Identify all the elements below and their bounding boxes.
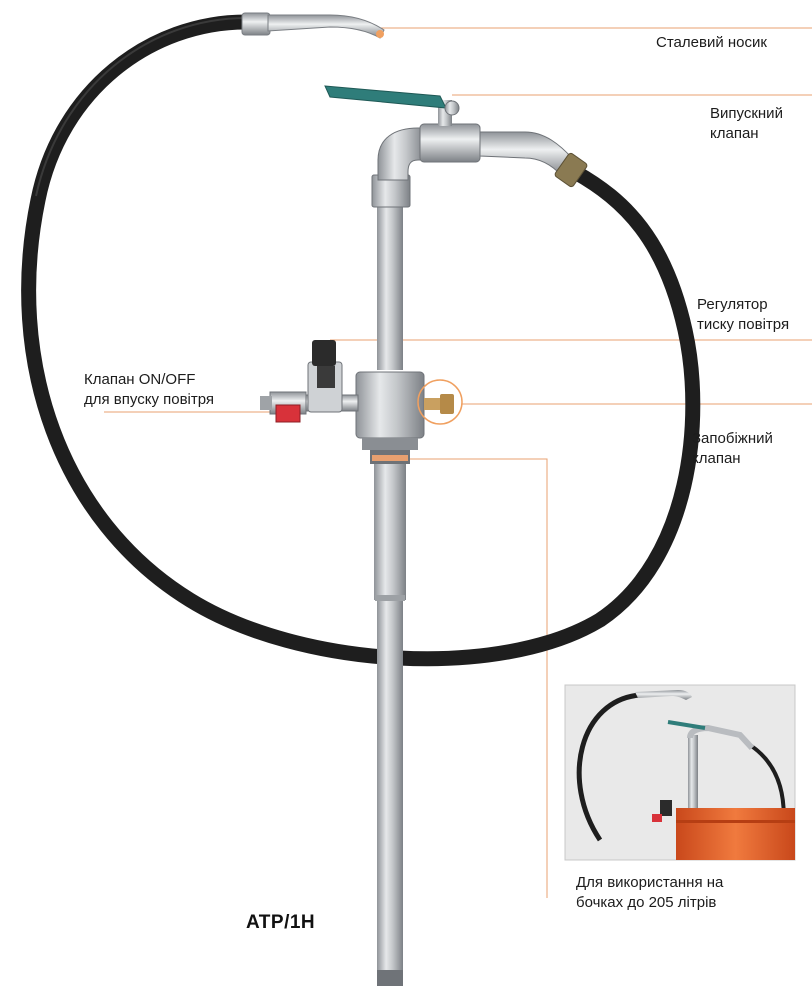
label-steel-nozzle: Сталевий носик — [656, 33, 767, 53]
label-usage-note: Для використання на бочках до 205 літрів — [576, 873, 723, 913]
label-pressure-regulator: Регулятор тиску повітря — [697, 295, 789, 335]
pressure-regulator — [260, 340, 359, 423]
label-pressure-regulator-line-1: Регулятор — [697, 296, 768, 313]
label-safety-valve-line-2: клапан — [692, 450, 741, 467]
leader-line-usage — [392, 458, 548, 898]
highlight-circle — [417, 379, 463, 425]
label-safety-valve-line-1: Запобіжний — [692, 430, 773, 447]
label-outlet-valve-line-1: Випускний — [710, 105, 783, 122]
label-pressure-regulator-line-2: тиску повітря — [697, 316, 790, 333]
label-air-valve-line-2: для впуску повітря — [84, 391, 215, 408]
usage-inset — [564, 684, 796, 861]
outlet-elbow — [377, 123, 588, 188]
safety-valve — [417, 379, 463, 425]
label-air-valve: Клапан ON/OFF для впуску повітря — [84, 370, 214, 410]
label-usage-note-line-1: Для використання на — [576, 874, 724, 891]
leader-lines — [104, 27, 812, 898]
model-name: ATP/1H — [246, 912, 316, 933]
label-air-valve-line-1: Клапан ON/OFF — [84, 371, 196, 388]
pump-tube — [371, 174, 411, 986]
hose-highlight — [35, 17, 247, 197]
label-outlet-valve-line-2: клапан — [710, 125, 759, 142]
pump-block — [355, 371, 425, 464]
label-outlet-valve: Випускний клапан — [710, 104, 783, 144]
label-safety-valve: Запобіжний клапан — [692, 429, 773, 469]
hose — [21, 14, 701, 667]
outlet-valve-lever — [324, 85, 460, 126]
label-usage-note-line-2: бочках до 205 літрів — [576, 894, 717, 911]
steel-nozzle — [241, 12, 385, 39]
label-steel-nozzle-text: Сталевий носик — [656, 34, 767, 51]
